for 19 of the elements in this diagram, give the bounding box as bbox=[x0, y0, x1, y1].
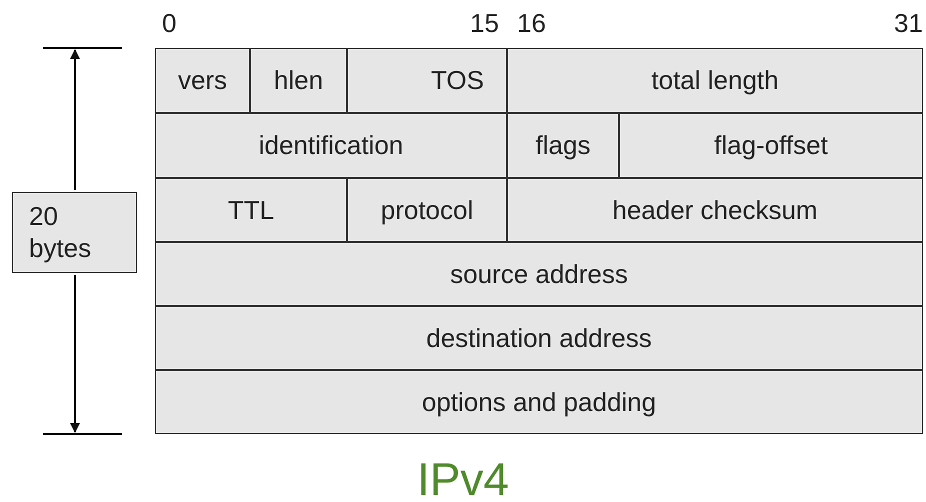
header-field: flags bbox=[507, 113, 619, 178]
dimension-box: 20 bytes bbox=[12, 192, 137, 273]
header-field: TTL bbox=[155, 178, 347, 242]
header-field: total length bbox=[507, 48, 923, 113]
header-field: options and padding bbox=[155, 370, 923, 434]
header-field: TOS bbox=[347, 48, 507, 113]
header-field: hlen bbox=[250, 48, 347, 113]
header-field: header checksum bbox=[507, 178, 923, 242]
header-field: identification bbox=[155, 113, 507, 178]
caption: IPv4 bbox=[416, 452, 510, 502]
header-field: vers bbox=[155, 48, 250, 113]
header-field: source address bbox=[155, 242, 923, 306]
header-field: flag-offset bbox=[619, 113, 923, 178]
header-field: destination address bbox=[155, 306, 923, 370]
bit-number: 0 bbox=[162, 8, 176, 39]
bit-number: 15 bbox=[470, 8, 499, 39]
bit-number: 16 bbox=[517, 8, 546, 39]
bit-number: 31 bbox=[894, 8, 923, 39]
header-field: protocol bbox=[347, 178, 507, 242]
